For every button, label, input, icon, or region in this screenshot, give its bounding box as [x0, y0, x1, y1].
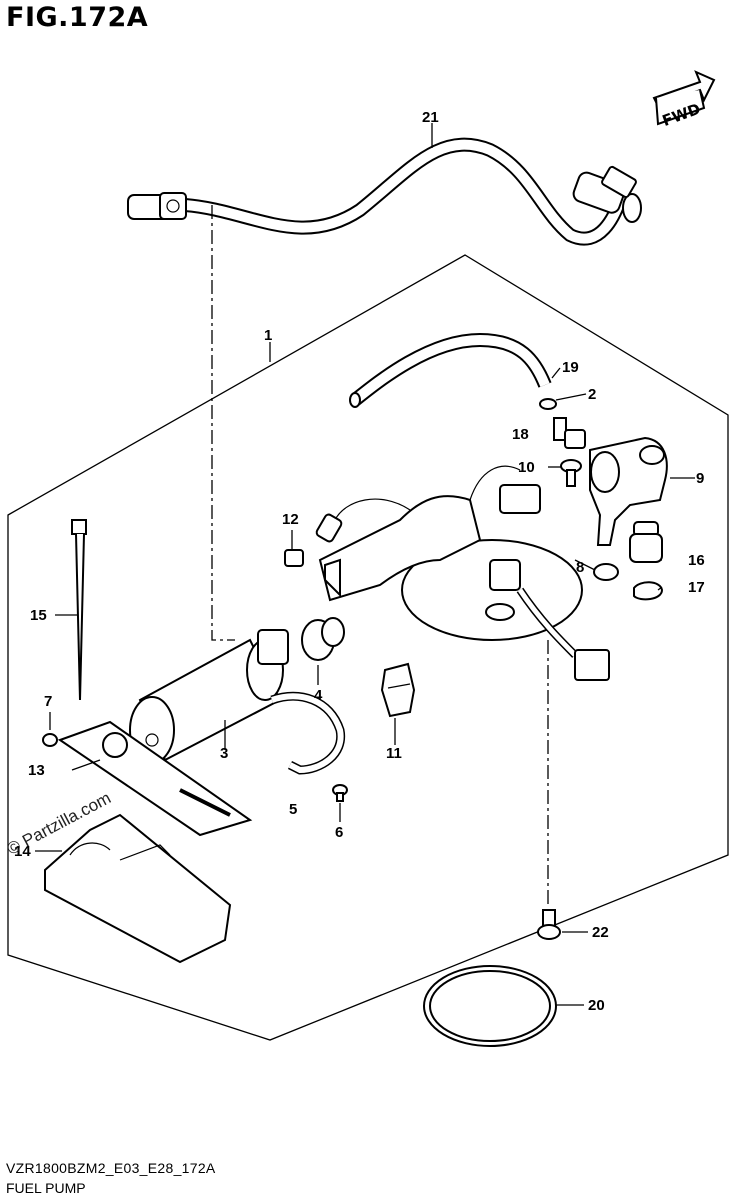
- callout-18: 18: [512, 426, 529, 443]
- callout-20: 20: [588, 997, 605, 1014]
- callout-9: 9: [696, 470, 704, 487]
- callout-4: 4: [314, 687, 323, 704]
- o-ring-part-8: [593, 563, 619, 581]
- clip-part-17: [633, 581, 664, 601]
- callout-22: 22: [592, 924, 609, 941]
- callout-13: 13: [28, 762, 45, 779]
- clamp-part-2: [539, 398, 557, 410]
- strap-part-5: [270, 691, 346, 775]
- callout-17: 17: [688, 579, 705, 596]
- regulator-part-16: [629, 521, 663, 563]
- callout-3: 3: [220, 745, 228, 762]
- bracket-part-9: [589, 436, 668, 546]
- filter-part-13: [57, 720, 253, 837]
- nut-part-7: [42, 733, 58, 747]
- callout-8: 8: [576, 559, 584, 576]
- pump-flange-assembly: [318, 465, 583, 641]
- callout-14: 14: [14, 843, 31, 860]
- section-name-label: FUEL PUMP: [6, 1180, 86, 1196]
- screw-part-6: [332, 784, 348, 802]
- callout-10: 10: [518, 459, 535, 476]
- model-code-label: VZR1800BZM2_E03_E28_172A: [6, 1160, 216, 1176]
- callout-6: 6: [335, 824, 343, 841]
- callout-15: 15: [30, 607, 47, 624]
- callout-leaders: [35, 123, 695, 1006]
- figure-title: FIG.172A: [6, 2, 149, 33]
- screw-part-10: [560, 459, 582, 487]
- gasket-part-20: [423, 965, 557, 1047]
- fuel-hose-part-19: [349, 332, 552, 408]
- callout-5: 5: [289, 801, 297, 818]
- connector-part-12: [284, 549, 304, 567]
- wiring-harness-part-21: [127, 137, 642, 246]
- callout-11: 11: [386, 745, 402, 762]
- assembly-boundary-outline: [7, 254, 729, 1041]
- internal-wiring: [315, 484, 610, 681]
- callout-1: 1: [264, 327, 272, 344]
- fuel-pump-part-3: [129, 629, 289, 764]
- bolt-part-22: [537, 909, 561, 940]
- callout-21: 21: [422, 109, 439, 126]
- grommet-part-4: [301, 617, 345, 661]
- callout-2: 2: [588, 386, 596, 403]
- callout-7: 7: [44, 693, 52, 710]
- fitting-part-18: [553, 417, 586, 449]
- callout-19: 19: [562, 359, 579, 376]
- cable-tie-part-15: [71, 519, 87, 701]
- plate-part-11: [380, 662, 416, 718]
- cover-part-14: [44, 813, 232, 964]
- fwd-arrow-badge: FWD: [652, 70, 716, 130]
- callout-12: 12: [282, 511, 299, 528]
- callout-16: 16: [688, 552, 705, 569]
- leader-harness-to-pump: [211, 205, 235, 641]
